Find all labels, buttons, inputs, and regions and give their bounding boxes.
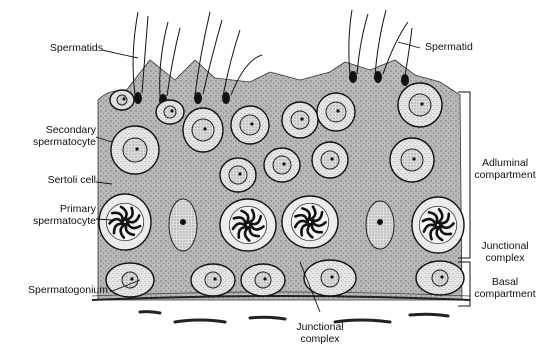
secondary-spermatocyte-12-nucleolus xyxy=(170,109,173,112)
secondary-spermatocyte-10-nucleus xyxy=(401,149,423,171)
label-junctional-complex-bottom: Junctional complex xyxy=(283,322,357,346)
label-adluminal-line2: compartment xyxy=(474,169,535,181)
label-basal-compartment: Basal compartment xyxy=(468,277,542,301)
secondary-spermatocyte-4-nucleolus xyxy=(300,117,303,120)
secondary-spermatocyte-2-nucleolus xyxy=(203,127,206,130)
spermatogonium-4-nucleus xyxy=(321,269,339,287)
secondary-spermatocyte-4-nucleus xyxy=(291,111,309,129)
label-basal-line1: Basal xyxy=(492,276,518,288)
secondary-spermatocyte-6-nucleus xyxy=(409,94,431,116)
label-primary-line1: Primary xyxy=(60,203,96,215)
label-primary-line2: spermatocyte xyxy=(33,215,96,227)
spermatogonium-3 xyxy=(241,264,285,296)
connective-fibres xyxy=(140,312,448,322)
spermatogonium-1 xyxy=(106,263,154,297)
label-basal-line2: compartment xyxy=(474,288,535,300)
label-primary-spermatocyte: Primary spermatocyte xyxy=(2,204,96,228)
primary-spermatocyte-1 xyxy=(99,194,151,250)
spermatogonium-2-nucleus xyxy=(205,272,221,288)
secondary-spermatocyte-12 xyxy=(156,100,184,124)
secondary-spermatocyte-2-nucleus xyxy=(192,119,214,141)
label-secondary-line2: spermatocyte xyxy=(33,136,96,148)
secondary-spermatocyte-7-nucleolus xyxy=(238,172,241,175)
secondary-spermatocyte-9-nucleus xyxy=(321,151,339,169)
primary-spermatocyte-2 xyxy=(220,199,276,251)
primary-spermatocyte-3 xyxy=(282,196,338,248)
label-secondary-line1: Secondary xyxy=(46,124,96,136)
secondary-spermatocyte-5-nucleus xyxy=(326,102,346,122)
label-secondary-spermatocyte: Secondary spermatocyte xyxy=(2,125,96,149)
spermatogonium-4-nucleolus xyxy=(330,275,333,278)
label-adluminal-line1: Adluminal xyxy=(482,157,528,169)
secondary-spermatocyte-8-nucleus xyxy=(273,156,291,174)
secondary-spermatocyte-9-nucleolus xyxy=(330,157,333,160)
secondary-spermatocyte-7-nucleus xyxy=(229,166,247,184)
secondary-spermatocyte-10-nucleolus xyxy=(412,157,415,160)
primary-spermatocyte-4 xyxy=(412,197,464,253)
spermatogonium-5 xyxy=(416,261,464,295)
secondary-spermatocyte-6 xyxy=(398,83,442,127)
spermatogonium-2 xyxy=(191,264,235,296)
secondary-spermatocyte-7 xyxy=(220,158,256,192)
secondary-spermatocyte-12-nucleus xyxy=(164,106,176,118)
label-junctional-bottom-line2: complex xyxy=(300,333,339,345)
secondary-spermatocyte-8 xyxy=(264,148,300,182)
label-spermatogonium: Spermatogonium xyxy=(2,285,108,297)
label-junctional-right-line1: Junctional xyxy=(481,240,528,252)
secondary-spermatocyte-2 xyxy=(183,108,223,152)
secondary-spermatocyte-5 xyxy=(317,93,355,131)
label-junctional-right-line2: complex xyxy=(485,252,524,264)
secondary-spermatocyte-11-nucleolus xyxy=(122,97,125,100)
secondary-spermatocyte-3 xyxy=(231,106,269,144)
label-junctional-bottom-line1: Junctional xyxy=(296,321,343,333)
secondary-spermatocyte-1-nucleus xyxy=(123,138,147,162)
secondary-spermatocyte-8-nucleolus xyxy=(282,162,285,165)
secondary-spermatocyte-11-nucleus xyxy=(117,95,127,105)
label-adluminal-compartment: Adluminal compartment xyxy=(468,158,542,182)
spermatogonium-5-nucleus xyxy=(432,270,448,286)
secondary-spermatocyte-3-nucleolus xyxy=(250,122,253,125)
label-sertoli-cell: Sertoli cell xyxy=(2,175,96,187)
spermatogonium-2-nucleolus xyxy=(213,277,216,280)
secondary-spermatocyte-6-nucleolus xyxy=(420,102,423,105)
spermatogonium-3-nucleus xyxy=(255,272,271,288)
secondary-spermatocyte-11 xyxy=(110,90,134,110)
secondary-spermatocyte-9 xyxy=(312,142,348,178)
label-spermatid: Spermatid xyxy=(425,42,473,54)
secondary-spermatocyte-1-nucleolus xyxy=(135,147,138,150)
spermatogonium-1-nucleus xyxy=(122,272,138,288)
spermatogonium-3-nucleolus xyxy=(263,277,266,280)
secondary-spermatocyte-1 xyxy=(111,126,159,174)
secondary-spermatocyte-3-nucleus xyxy=(240,115,260,135)
secondary-spermatocyte-5-nucleolus xyxy=(336,109,339,112)
spermatogonium-5-nucleolus xyxy=(440,275,443,278)
secondary-spermatocyte-10 xyxy=(390,138,434,182)
label-junctional-complex-right: Junctional complex xyxy=(468,241,542,265)
label-spermatids: Spermatids xyxy=(28,43,103,55)
secondary-spermatocyte-4 xyxy=(282,102,318,138)
spermatogonium-1-nucleolus xyxy=(130,277,133,280)
